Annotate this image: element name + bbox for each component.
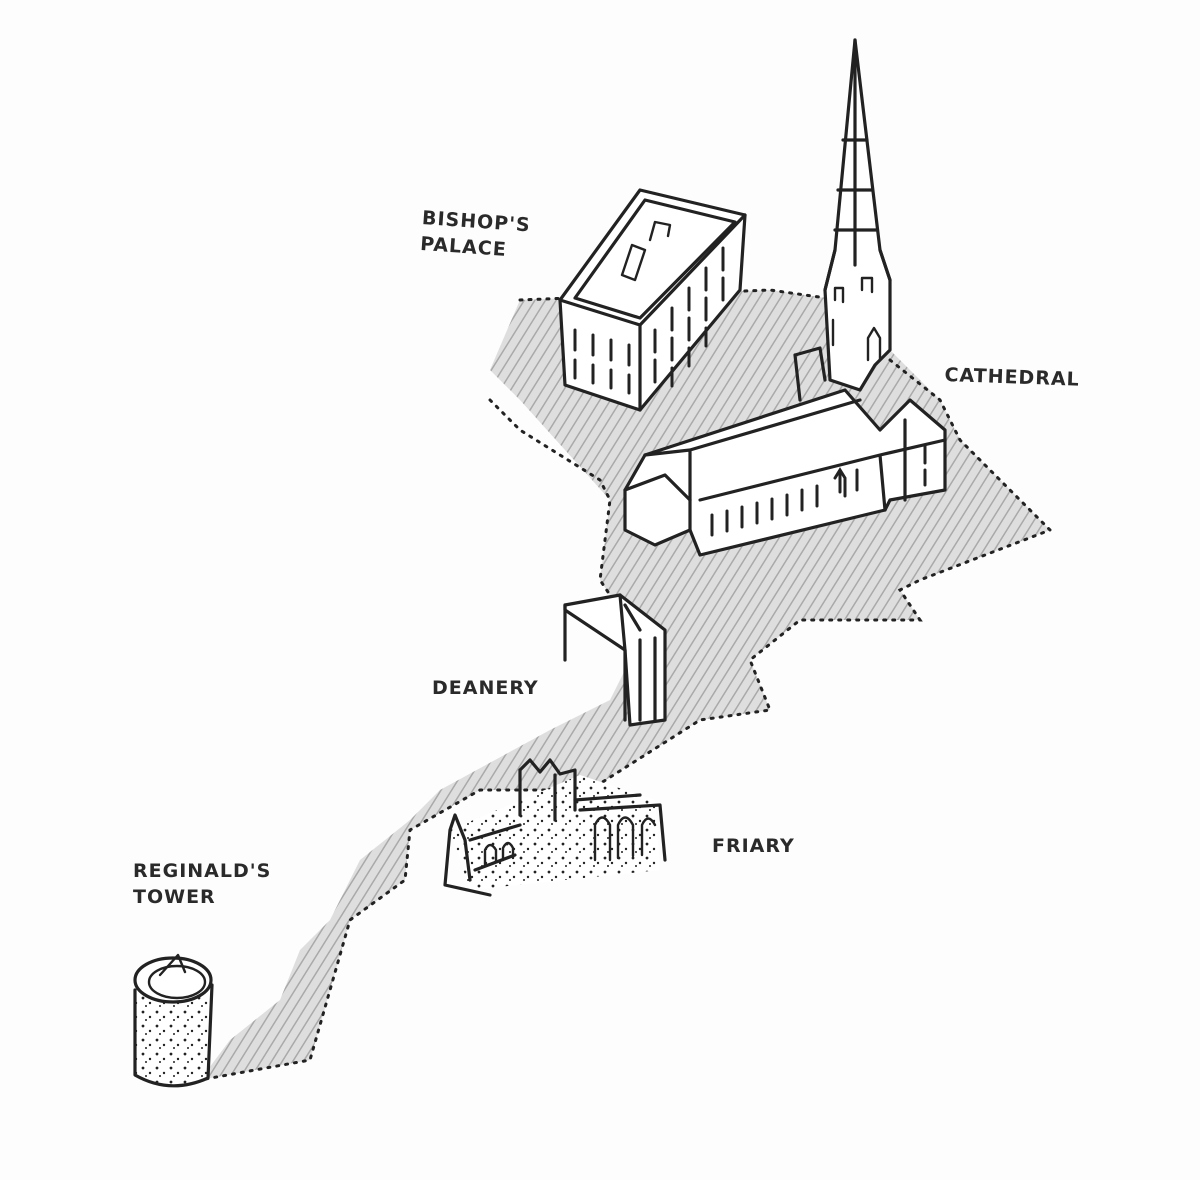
label-friary-line1: Friary [712,835,795,857]
label-reginalds-tower-line1: Reginald's [133,860,272,882]
label-cathedral: Cathedral [944,362,1080,393]
label-friary: Friary [712,833,795,859]
label-reginalds-tower-line2: Tower [133,886,216,908]
label-reginalds-tower: Reginald's Tower [133,858,271,910]
reginalds-tower-building [133,953,214,1088]
cathedral-building [623,38,947,557]
friary-building [443,758,667,897]
bishops-palace-building [558,188,747,412]
deanery-building [563,593,667,727]
label-deanery: Deanery [432,675,539,701]
label-cathedral-line1: Cathedral [944,363,1081,391]
label-deanery-line1: Deanery [432,677,539,699]
label-bishops-palace: Bishop's Palace [419,205,532,264]
